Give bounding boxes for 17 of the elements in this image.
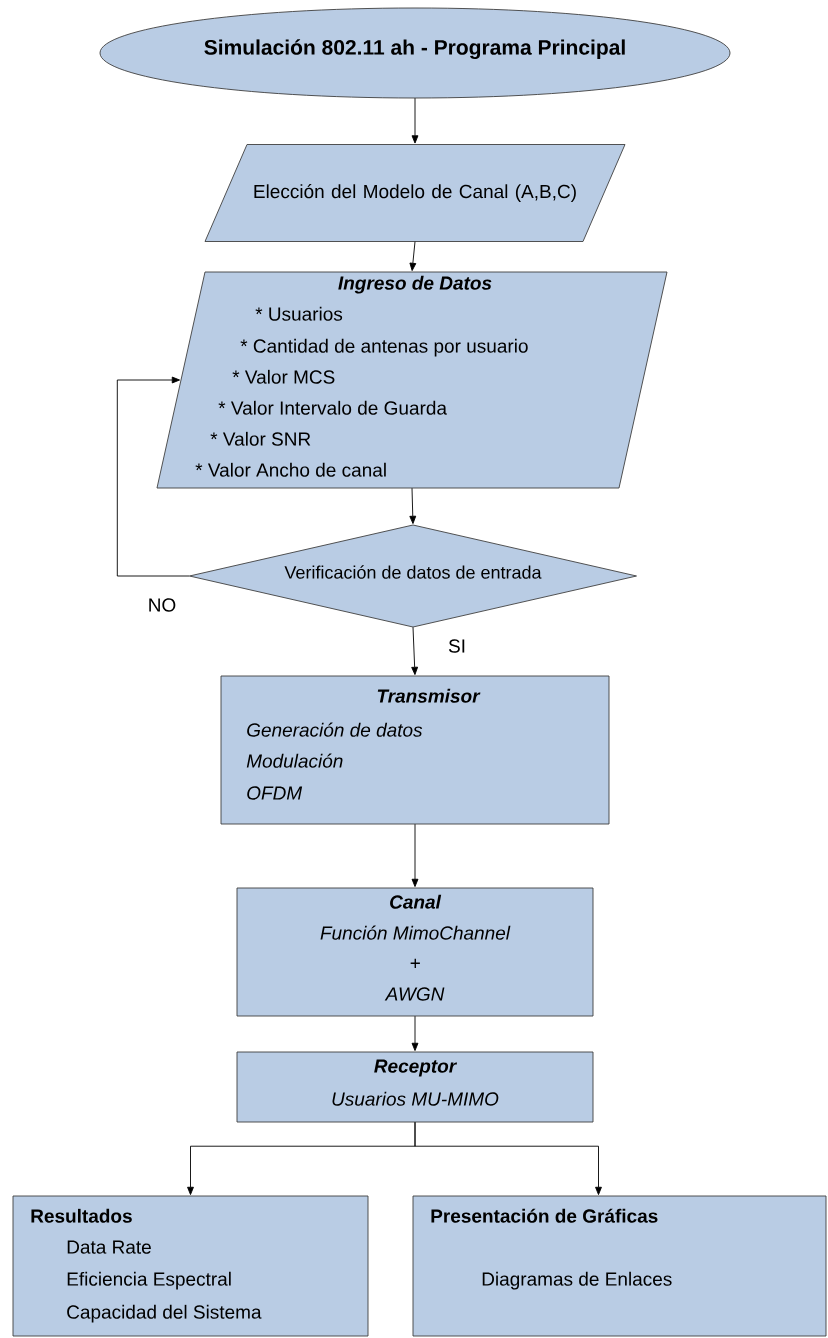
arrow bbox=[409, 241, 417, 271]
process-box: Transmisor Generación de datos Modulación OFDM bbox=[220, 675, 610, 825]
arrow bbox=[414, 1121, 602, 1195]
arrow bbox=[411, 1015, 419, 1051]
process-box: Presentación de Gráficas Diagramas de Enlaces bbox=[412, 1195, 827, 1337]
input-parallelogram: Elección del Modelo de Canal (A,B,C) bbox=[204, 144, 626, 242]
process-box: Resultados Data Rate Eficiencia Espectral Capacidad del Sistema bbox=[12, 1195, 369, 1337]
edge-label: NO bbox=[146, 597, 178, 613]
process-box: Canal Función MimoChannel + AWGN bbox=[236, 887, 594, 1017]
arrow bbox=[411, 626, 419, 676]
edge-label: SI bbox=[447, 638, 467, 654]
arrow bbox=[409, 487, 417, 525]
arrow bbox=[411, 823, 419, 888]
arrow bbox=[116, 376, 190, 577]
arrow bbox=[411, 97, 419, 144]
input-parallelogram: Ingreso de Datos * Usuarios * Cantidad de antenas por usuario * Valor MCS * Valor Intervalo de Guarda * Valor SNR * Valor Ancho de canal bbox=[156, 271, 668, 489]
process-box: Receptor Usuarios MU-MIMO bbox=[236, 1051, 594, 1123]
